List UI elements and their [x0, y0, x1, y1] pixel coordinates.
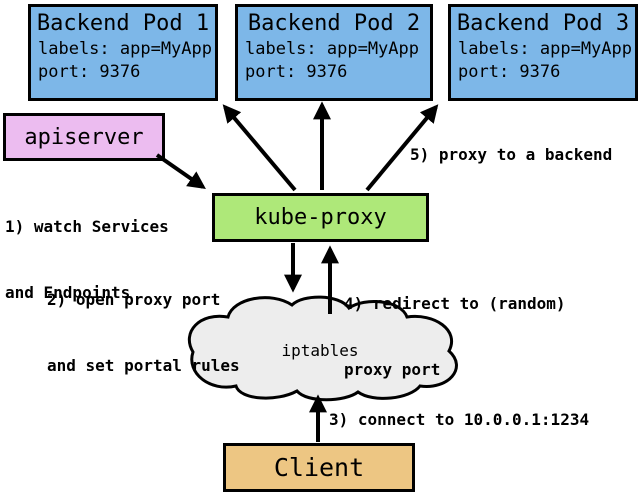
- backend-pod-1-box: Backend Pod 1 labels: app=MyApp port: 93…: [28, 4, 218, 101]
- backend-pod-3-labels: labels: app=MyApp: [458, 39, 632, 59]
- annotation-step1: 1) watch Services and Endpoints: [5, 172, 169, 348]
- backend-pod-3-port: port: 9376: [458, 62, 561, 82]
- annotation-step1-line2: and Endpoints: [5, 283, 131, 302]
- annotation-step2: 2) open proxy port and set portal rules: [47, 245, 240, 421]
- backend-pod-3-title: Backend Pod 3: [456, 11, 630, 36]
- annotation-step3: 3) connect to 10.0.0.1:1234: [329, 410, 590, 429]
- backend-pod-1-title: Backend Pod 1: [36, 11, 210, 36]
- annotation-step2-line1: 2) open proxy port: [47, 290, 221, 309]
- annotation-step1-line1: 1) watch Services: [5, 217, 169, 236]
- apiserver-box: apiserver: [3, 113, 165, 161]
- kube-proxy-label: kube-proxy: [254, 205, 387, 230]
- backend-pod-3-box: Backend Pod 3 labels: app=MyApp port: 93…: [448, 4, 638, 101]
- annotation-step5: 5) proxy to a backend: [410, 145, 613, 164]
- backend-pod-1-labels: labels: app=MyApp: [38, 39, 212, 59]
- annotation-step2-line2: and set portal rules: [47, 356, 240, 375]
- apiserver-label: apiserver: [24, 124, 144, 150]
- backend-pod-2-labels: labels: app=MyApp: [245, 39, 419, 59]
- annotation-step4-line2: proxy port: [344, 360, 441, 379]
- backend-pod-2-port: port: 9376: [245, 62, 348, 82]
- client-label: Client: [273, 453, 365, 482]
- annotation-step4-line1: 4) redirect to (random): [344, 294, 566, 313]
- arrow-kubeproxy-to-pod1: [222, 104, 297, 192]
- annotation-step4: 4) redirect to (random) proxy port: [344, 249, 566, 425]
- backend-pod-2-box: Backend Pod 2 labels: app=MyApp port: 93…: [235, 4, 433, 101]
- backend-pod-1-port: port: 9376: [38, 62, 141, 82]
- client-box: Client: [223, 443, 415, 492]
- backend-pod-2-title: Backend Pod 2: [247, 11, 421, 36]
- kube-proxy-box: kube-proxy: [212, 193, 429, 242]
